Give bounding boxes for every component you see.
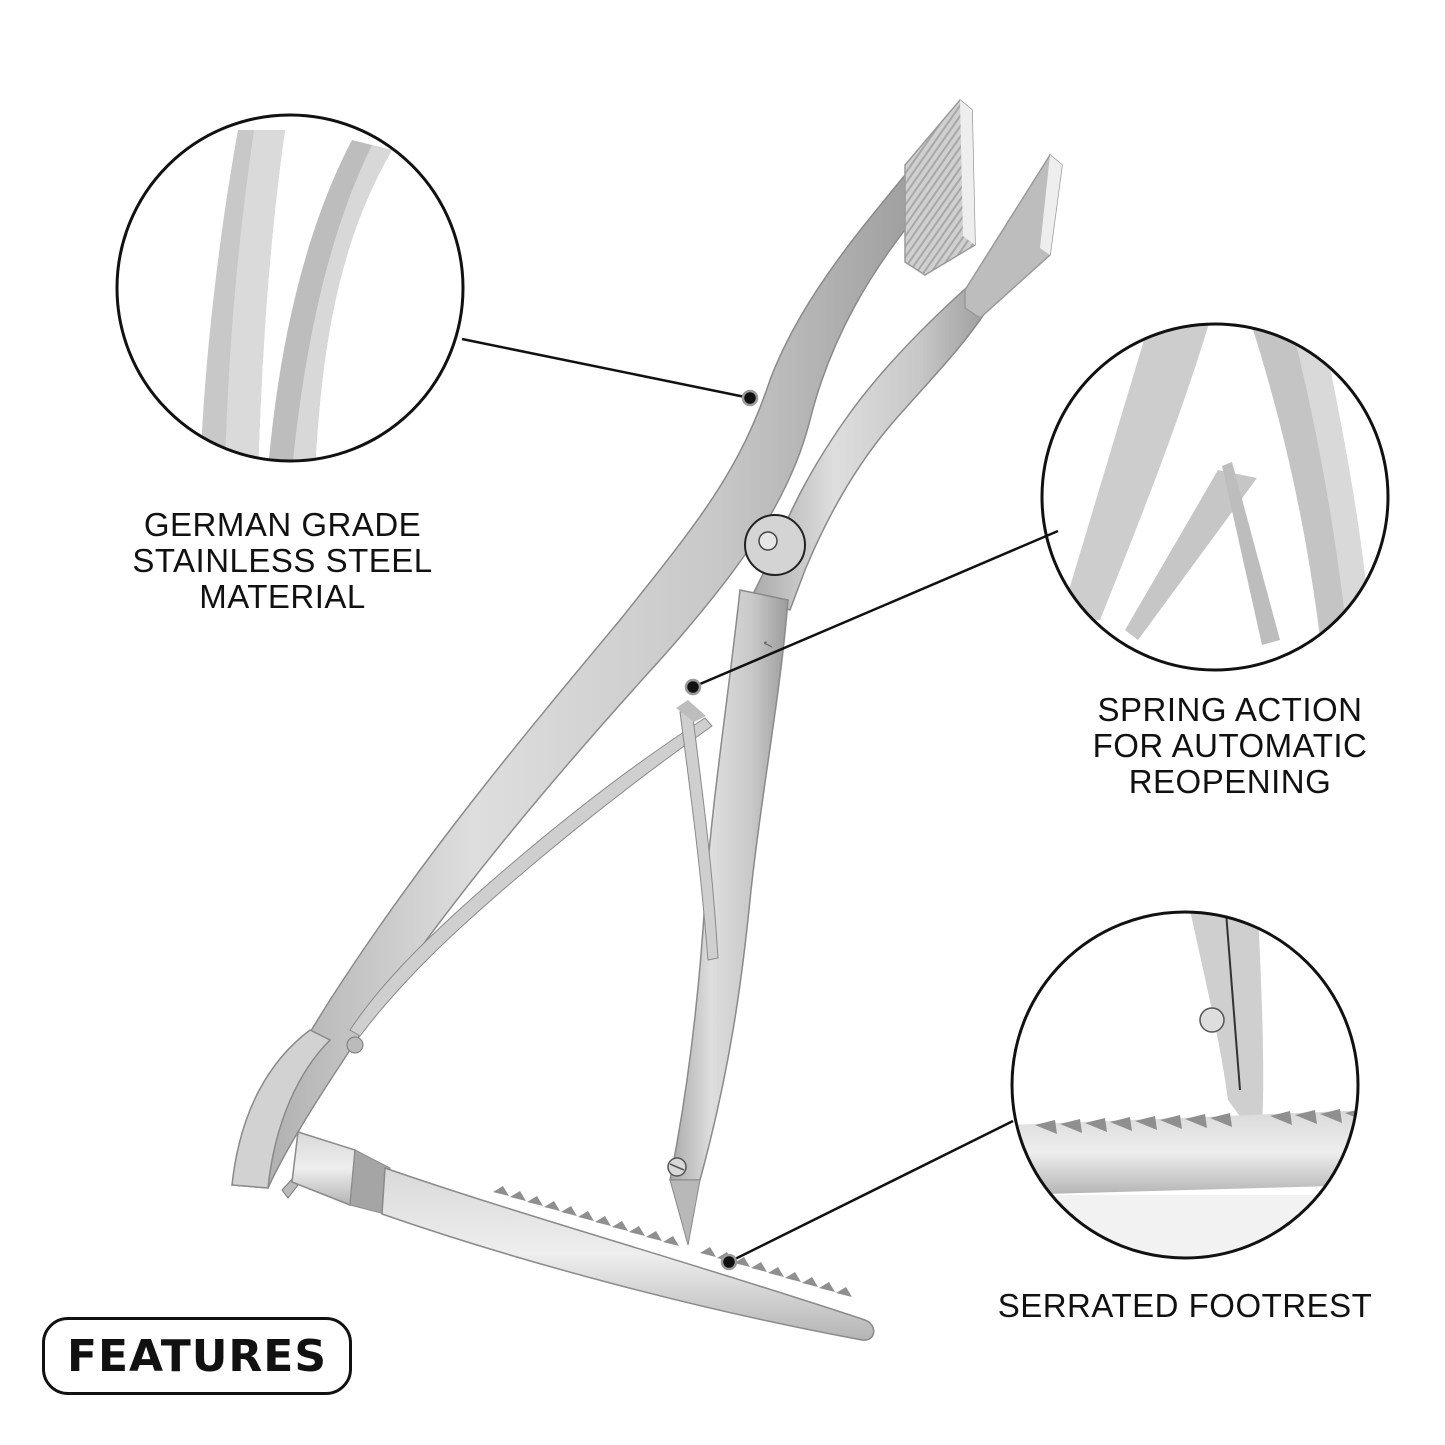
serrated-footrest: [381, 1166, 875, 1341]
hand-held-instrument: ✓: [231, 98, 1063, 1341]
caption-line: REOPENING: [1128, 763, 1332, 800]
caption-footrest: SERRATED FOOTREST: [975, 1288, 1395, 1324]
caption-line: STAINLESS STEEL: [132, 542, 433, 579]
detail-circle-spring: [1040, 322, 1390, 672]
caption-material: GERMAN GRADE STAINLESS STEEL MATERIAL: [110, 507, 455, 615]
caption-line: SPRING ACTION: [1097, 691, 1363, 728]
leader-footrest: [720, 1119, 1014, 1271]
features-badge-label: FEATURES: [66, 1330, 328, 1382]
detail-circle-material: [115, 113, 465, 463]
caption-line: SERRATED FOOTREST: [997, 1287, 1373, 1324]
caption-line: MATERIAL: [199, 578, 366, 615]
engraving: ✓: [758, 638, 776, 652]
leader-material: [461, 337, 759, 407]
features-badge: FEATURES: [42, 1317, 352, 1395]
detail-circle-footrest: [1010, 910, 1360, 1260]
leader-spring: [684, 529, 1059, 696]
caption-line: FOR AUTOMATIC: [1092, 727, 1368, 764]
caption-spring: SPRING ACTION FOR AUTOMATIC REOPENING: [1060, 692, 1400, 800]
caption-line: GERMAN GRADE: [143, 506, 422, 543]
